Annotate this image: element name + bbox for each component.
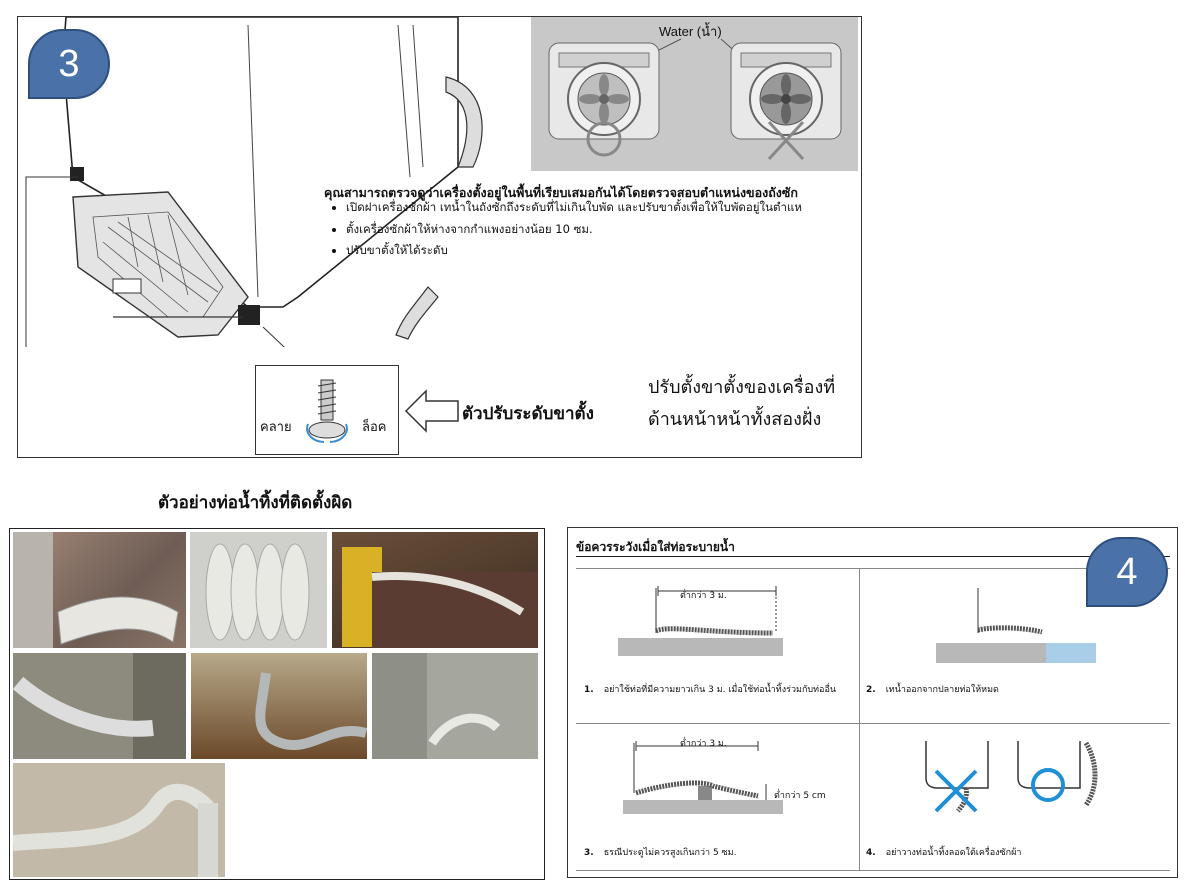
- hose-under-machine-diagram: [925, 741, 1098, 813]
- hose-length-diagram: [618, 586, 783, 656]
- item-text: อย่าใช้ท่อที่มีความยาวเกิน 3 ม. เมื่อใช้…: [603, 685, 837, 695]
- loosen-label: คลาย: [260, 420, 292, 435]
- photo-hose-4: [13, 653, 186, 759]
- step4-badge: 4: [1086, 537, 1168, 607]
- photo-hose-5: [191, 653, 367, 759]
- photo-hose-7: [13, 763, 225, 877]
- photo-hose-2: [190, 532, 327, 648]
- lock-label: ล็อค: [362, 420, 387, 435]
- item-number: 1.: [584, 685, 594, 695]
- photo-grid: [9, 528, 545, 880]
- leveler-box: คลาย ล็อค: [255, 365, 399, 455]
- photo-hose-6: [372, 653, 538, 759]
- water-level-diagram: Water (น้ำ): [531, 17, 858, 171]
- item-number: 4.: [866, 848, 876, 858]
- adjust-note-line1: ปรับตั้งขาตั้งของเครื่องที่: [648, 377, 836, 398]
- step3-heading: คุณสามารถตรวจดูว่าเครื่องตั้งอยู่ในพื้นท…: [324, 185, 798, 200]
- photo-hose-1: [13, 532, 186, 648]
- wrong-examples-title: ตัวอย่างท่อน้ำทิ้งที่ติดตั้งผิด: [158, 493, 353, 513]
- step4-item-1: 1. อย่าใช้ท่อที่มีความยาวเกิน 3 ม. เมื่อใ…: [584, 682, 836, 696]
- item-text: อย่าวางท่อน้ำทิ้งลอดใต้เครื่องซักผ้า: [885, 848, 1022, 858]
- dim-label: ต่ำกว่า 3 ม.: [680, 591, 727, 601]
- step4-panel: ข้อควรระวังเมื่อใส่ท่อระบายน้ำ 4 ต่ำกว่า…: [567, 527, 1178, 878]
- drain-water-diagram: [936, 588, 1096, 663]
- step3-badge: 3: [28, 29, 110, 99]
- bullet-item: ตั้งเครื่องซักผ้าให้ห่างจากกำแพงอย่างน้อ…: [346, 223, 876, 236]
- screw-icon: [306, 379, 348, 443]
- item-text: เทน้ำออกจากปลายท่อให้หมด: [885, 685, 999, 695]
- threshold-height-diagram: [623, 741, 783, 814]
- step3-bullets: เปิดฝาเครื่องซักผ้า เทน้ำในถังซักถึงระดั…: [324, 201, 876, 267]
- dim-label: ต่ำกว่า 3 ม.: [680, 739, 727, 749]
- photo-hose-3: [332, 532, 538, 648]
- left-arrow-icon: [404, 389, 459, 433]
- step4-header: ข้อควรระวังเมื่อใส่ท่อระบายน้ำ: [576, 540, 735, 554]
- dim-label-height: ต่ำกว่า 5 cm: [774, 791, 826, 801]
- item-text: ธรณีประตูไม่ควรสูงเกินกว่า 5 ซม.: [603, 848, 737, 858]
- bullet-item: ปรับขาตั้งให้ได้ระดับ: [346, 244, 876, 257]
- step4-item-4: 4. อย่าวางท่อน้ำทิ้งลอดใต้เครื่องซักผ้า: [866, 845, 1021, 859]
- step3-panel: 3 Water (น้ำ) คุณสามารถตรวจดูว่าเครื่องต: [17, 16, 862, 458]
- leveler-label: ตัวปรับระดับขาตั้ง: [462, 404, 594, 424]
- step4-item-3: 3. ธรณีประตูไม่ควรสูงเกินกว่า 5 ซม.: [584, 845, 736, 859]
- step4-item-2: 2. เทน้ำออกจากปลายท่อให้หมด: [866, 682, 999, 696]
- adjust-note-line2: ด้านหน้าหน้าทั้งสองฝั่ง: [648, 409, 822, 430]
- bullet-item: เปิดฝาเครื่องซักผ้า เทน้ำในถังซักถึงระดั…: [346, 201, 876, 214]
- tub-comparison: [548, 38, 842, 161]
- water-label: Water (น้ำ): [659, 24, 722, 39]
- item-number: 3.: [584, 848, 594, 858]
- washer-illustration: [25, 17, 483, 347]
- item-number: 2.: [866, 685, 876, 695]
